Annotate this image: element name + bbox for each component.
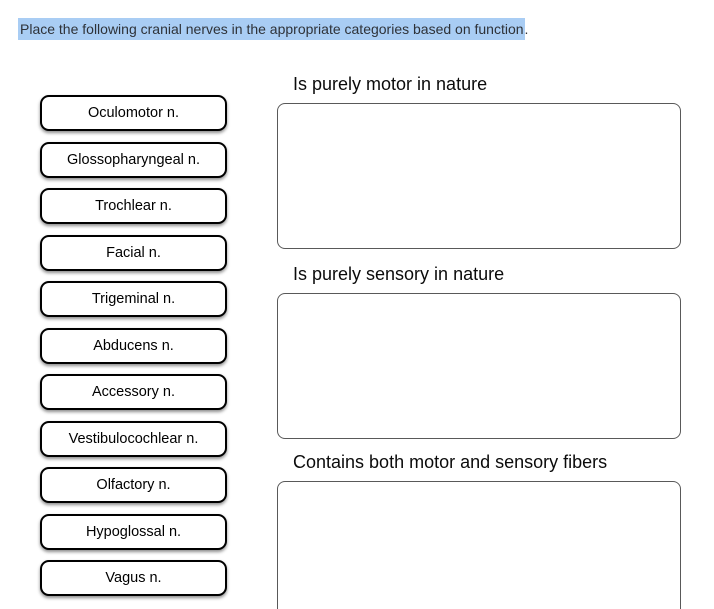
draggable-nerve-item[interactable]: Trochlear n. [40, 188, 227, 224]
draggable-nerve-item[interactable]: Vagus n. [40, 560, 227, 596]
nerve-item-label: Abducens n. [93, 337, 174, 354]
category-dropzone[interactable] [277, 481, 681, 609]
draggable-nerve-item[interactable]: Accessory n. [40, 374, 227, 410]
category-dropzone[interactable] [277, 103, 681, 249]
draggable-nerve-item[interactable]: Oculomotor n. [40, 95, 227, 131]
category-group: Is purely motor in nature [277, 74, 681, 249]
draggable-nerve-item[interactable]: Trigeminal n. [40, 281, 227, 317]
nerve-item-label: Glossopharyngeal n. [67, 151, 200, 168]
category-list: Is purely motor in nature Is purely sens… [277, 0, 681, 609]
category-dropzone[interactable] [277, 293, 681, 439]
category-label: Is purely motor in nature [293, 74, 488, 94]
prompt-highlighted-text: Place the following cranial nerves in th… [18, 18, 525, 40]
nerve-item-label: Trigeminal n. [91, 291, 176, 307]
nerve-item-label: Vagus n. [105, 570, 162, 586]
category-group: Is purely sensory in nature [277, 264, 681, 439]
draggable-nerve-item[interactable]: Glossopharyngeal n. [40, 141, 227, 178]
nerve-item-label: Hypoglossal n. [85, 523, 182, 540]
category-label: Is purely sensory in nature [293, 264, 505, 284]
word-bank: Oculomotor n. Glossopharyngeal n. Trochl… [40, 95, 227, 596]
draggable-nerve-item[interactable]: Vestibulocochlear n. [40, 420, 227, 457]
nerve-item-label: Trochlear n. [95, 198, 172, 214]
nerve-item-label: Olfactory n. [96, 477, 171, 493]
draggable-nerve-item[interactable]: Olfactory n. [40, 467, 227, 503]
draggable-nerve-item[interactable]: Abducens n. [40, 327, 227, 364]
draggable-nerve-item[interactable]: Hypoglossal n. [40, 513, 227, 550]
category-label: Contains both motor and sensory fibers [293, 452, 608, 472]
prompt-trailing-period: . [524, 21, 529, 37]
category-group: Contains both motor and sensory fibers [277, 452, 681, 609]
nerve-item-label: Accessory n. [92, 384, 175, 400]
nerve-item-label: Vestibulocochlear n. [68, 430, 199, 447]
nerve-item-label: Facial n. [106, 244, 161, 261]
question-prompt: Place the following cranial nerves in th… [18, 18, 529, 40]
nerve-item-label: Oculomotor n. [87, 105, 180, 121]
draggable-nerve-item[interactable]: Facial n. [40, 234, 227, 271]
